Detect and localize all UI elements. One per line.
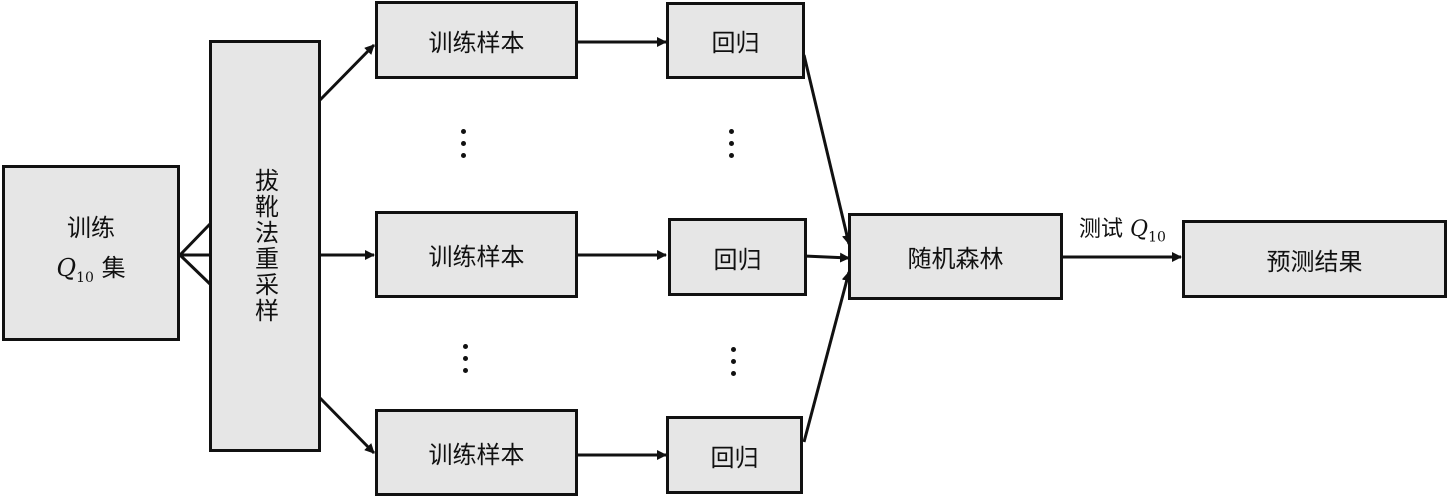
bootstrap-label: 拔靴法重采样 [250,168,279,324]
fan-line-bottom [178,253,212,286]
regression-box-3: 回归 [666,416,803,494]
test-q-variable: Q10 [1130,217,1166,246]
sample-label-1: 训练样本 [428,28,525,57]
arrow-regression-forest-3 [802,271,852,443]
arrow-regression-forest-2 [803,252,850,263]
sample-box-3: 训练样本 [375,409,578,496]
random-forest-label: 随机森林 [907,245,1004,273]
sample-label-3: 训练样本 [428,441,525,469]
arrow-bootstrap-sample-3 [318,396,376,455]
sample-box-2: 训练样本 [375,211,578,298]
ellipsis-regressions-lower [731,347,737,383]
training-set-line2: Q10 集 [56,248,125,298]
regression-label-3: 回归 [710,443,759,472]
bootstrap-box: 拔靴法重采样 [209,40,321,452]
regression-label-2: 回归 [713,245,762,274]
regression-box-1: 回归 [666,2,805,79]
ellipsis-samples-upper [461,129,467,165]
random-forest-box: 随机森林 [848,213,1063,300]
test-label: 测试 Q10 [1079,211,1166,245]
q-variable: Q10 [56,254,94,286]
fan-line-top [178,222,212,257]
training-set-box: 训练 Q10 集 [2,165,180,341]
sample-box-1: 训练样本 [375,1,578,79]
prediction-result-label: 预测结果 [1266,247,1363,276]
regression-label-1: 回归 [711,29,760,57]
arrow-bootstrap-sample-1 [318,43,376,102]
training-set-suffix: 集 [101,254,126,283]
prediction-result-box: 预测结果 [1182,220,1447,298]
regression-box-2: 回归 [668,218,807,296]
training-set-line1: 训练 [67,214,115,243]
ellipsis-samples-lower [463,344,469,380]
arrow-regression-forest-1 [802,54,852,245]
ellipsis-regressions-upper [729,129,735,165]
sample-label-2: 训练样本 [428,243,525,271]
test-label-prefix: 测试 [1079,217,1124,242]
